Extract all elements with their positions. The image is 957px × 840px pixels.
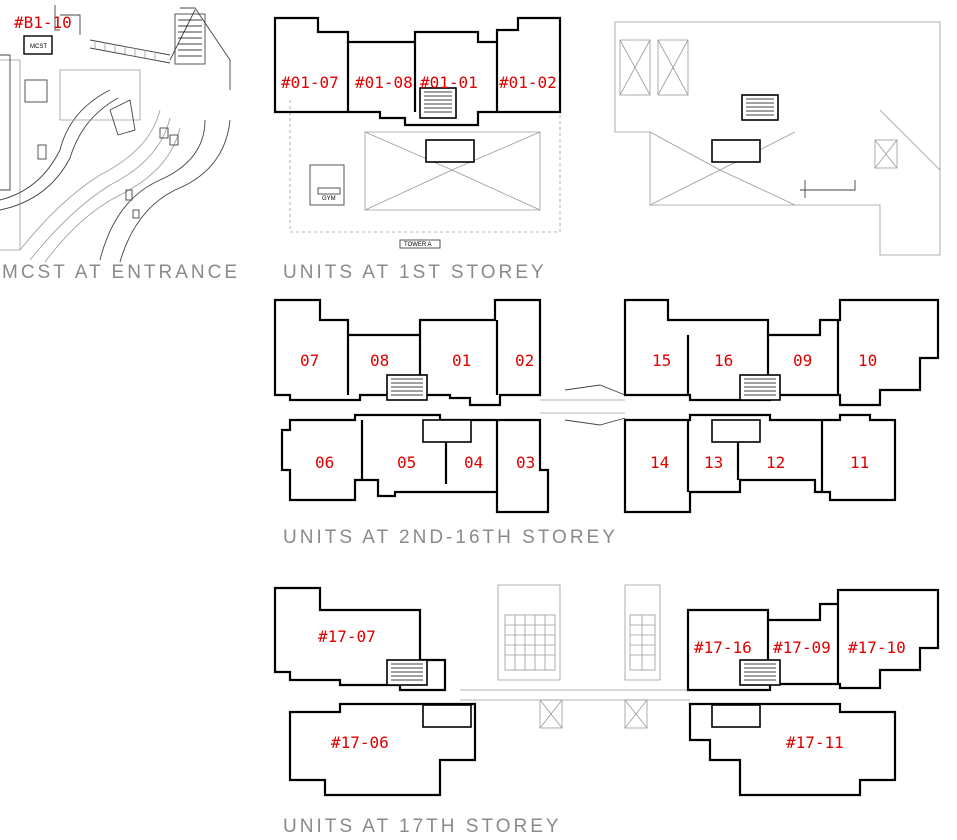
- unit-label-01-01: #01-01: [420, 73, 478, 92]
- unit-label-02: 02: [515, 351, 534, 370]
- storey2-plan: 07 08 01 02 15 16 09 10 06 05 04 03 14 1…: [273, 298, 940, 514]
- caption-storey-1: UNITS AT 1ST STOREY: [283, 262, 547, 283]
- unit-label-15: 15: [652, 351, 671, 370]
- tower-tag: TOWER A: [404, 242, 432, 248]
- unit-label-06: 06: [315, 453, 334, 472]
- unit-label-01-02: #01-02: [499, 73, 557, 92]
- unit-label-11: 11: [850, 453, 869, 472]
- caption-mcst-entrance: MCST AT ENTRANCE: [2, 262, 241, 283]
- unit-label-17-10: #17-10: [848, 638, 906, 657]
- unit-label-04: 04: [464, 453, 483, 472]
- unit-label-08: 08: [370, 351, 389, 370]
- unit-label-17-09: #17-09: [773, 638, 831, 657]
- unit-label-01-07: #01-07: [281, 73, 339, 92]
- unit-label-05: 05: [397, 453, 416, 472]
- unit-label-17-11: #17-11: [786, 733, 844, 752]
- unit-label-03: 03: [516, 453, 535, 472]
- unit-label-09: 09: [793, 351, 812, 370]
- storey17-plan: #17-07 #17-16 #17-09 #17-10 #17-06 #17-1…: [273, 584, 940, 797]
- caption-storey-2-16: UNITS AT 2ND-16TH STOREY: [283, 527, 618, 548]
- caption-storey-17: UNITS AT 17TH STOREY: [283, 816, 562, 837]
- unit-label-01-08: #01-08: [355, 73, 413, 92]
- unit-label-13: 13: [704, 453, 723, 472]
- unit-label-01: 01: [452, 351, 471, 370]
- storey1-plan: GYM TOWER A #01-07 #01-08 #01-01 #01-02: [273, 16, 941, 256]
- unit-label-14: 14: [650, 453, 669, 472]
- unit-label-b1-10: #B1-10: [14, 13, 72, 32]
- gym-tag: GYM: [322, 196, 336, 202]
- mcst-tag: MCST: [30, 44, 47, 50]
- unit-label-07: 07: [300, 351, 319, 370]
- unit-label-17-06: #17-06: [331, 733, 389, 752]
- unit-label-17-16: #17-16: [694, 638, 752, 657]
- unit-label-12: 12: [766, 453, 785, 472]
- unit-label-17-07: #17-07: [318, 627, 376, 646]
- unit-label-10: 10: [858, 351, 877, 370]
- unit-label-16: 16: [714, 351, 733, 370]
- entrance-plan: MCST #B1-10: [0, 5, 231, 263]
